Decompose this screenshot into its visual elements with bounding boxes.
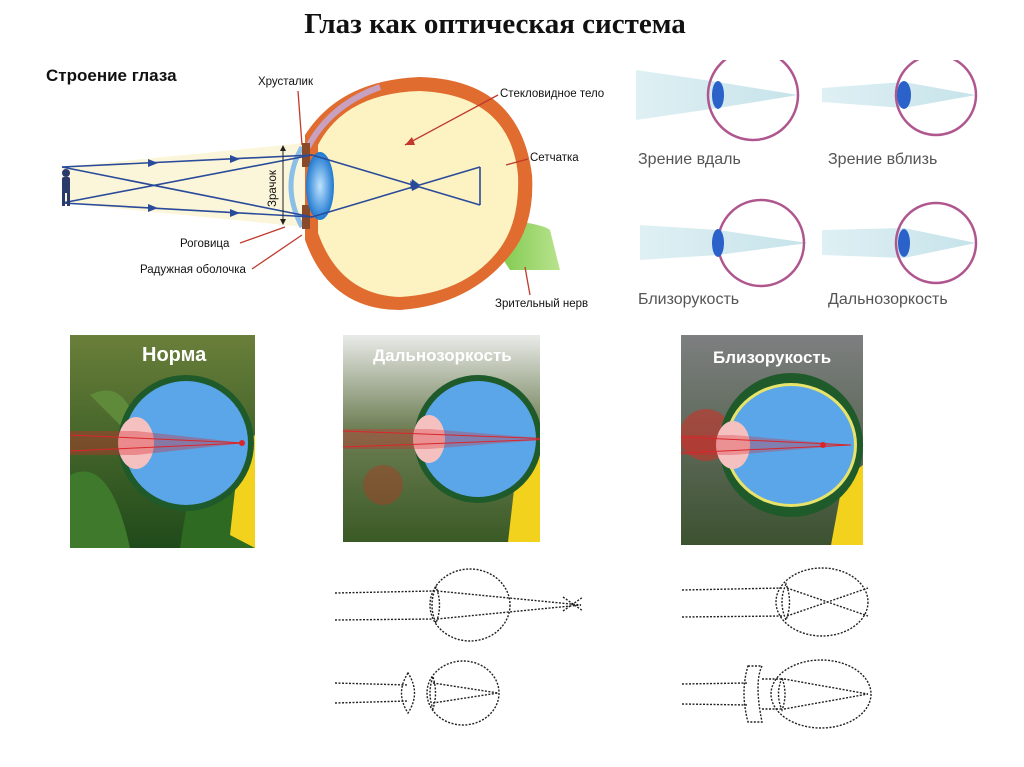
hyperopia-diagram (822, 201, 978, 285)
eyeball-inner (318, 91, 519, 297)
label-vitreous: Стекловидное тело (500, 88, 604, 100)
light-rays (61, 154, 481, 218)
eye-anatomy-diagram: Строение глаза Зрачок (40, 55, 630, 330)
near-vision-diagram (822, 53, 978, 137)
label-cornea: Роговица (180, 238, 230, 250)
photo-panel-hyperopia: Дальнозоркость (342, 335, 557, 547)
caption-hyperopia: Дальнозоркость (828, 291, 948, 308)
anatomy-heading: Строение глаза (46, 66, 177, 85)
myopia-line-diagrams (678, 562, 878, 742)
label-optic-nerve: Зрительный нерв (495, 298, 588, 310)
photo-panel-normal: Норма (69, 335, 255, 553)
label-retina: Сетчатка (530, 152, 579, 164)
photo-title-hyperopia: Дальнозоркость (373, 346, 512, 365)
lens (306, 152, 334, 220)
caption-far: Зрение вдаль (638, 151, 741, 168)
photo-title-myopia: Близорукость (713, 348, 831, 367)
label-lens: Хрусталик (258, 76, 314, 88)
label-pupil: Зрачок (267, 169, 279, 207)
hyperopia-line-diagrams (333, 565, 593, 750)
photo-title-normal: Норма (142, 344, 207, 366)
standing-person-silhouette-icon (62, 169, 70, 206)
page-title: Глаз как оптическая система (304, 8, 686, 40)
myopia-diagram (640, 198, 808, 288)
caption-myopia: Близорукость (638, 291, 739, 308)
vision-types-grid: Зрение вдаль Зрение вблизь Близорукость … (636, 48, 1006, 320)
cornea (288, 145, 305, 229)
photo-panel-myopia: Близорукость (680, 335, 863, 550)
caption-near: Зрение вблизь (828, 151, 937, 168)
far-vision-diagram (636, 48, 800, 142)
label-iris: Радужная оболочка (140, 264, 247, 276)
